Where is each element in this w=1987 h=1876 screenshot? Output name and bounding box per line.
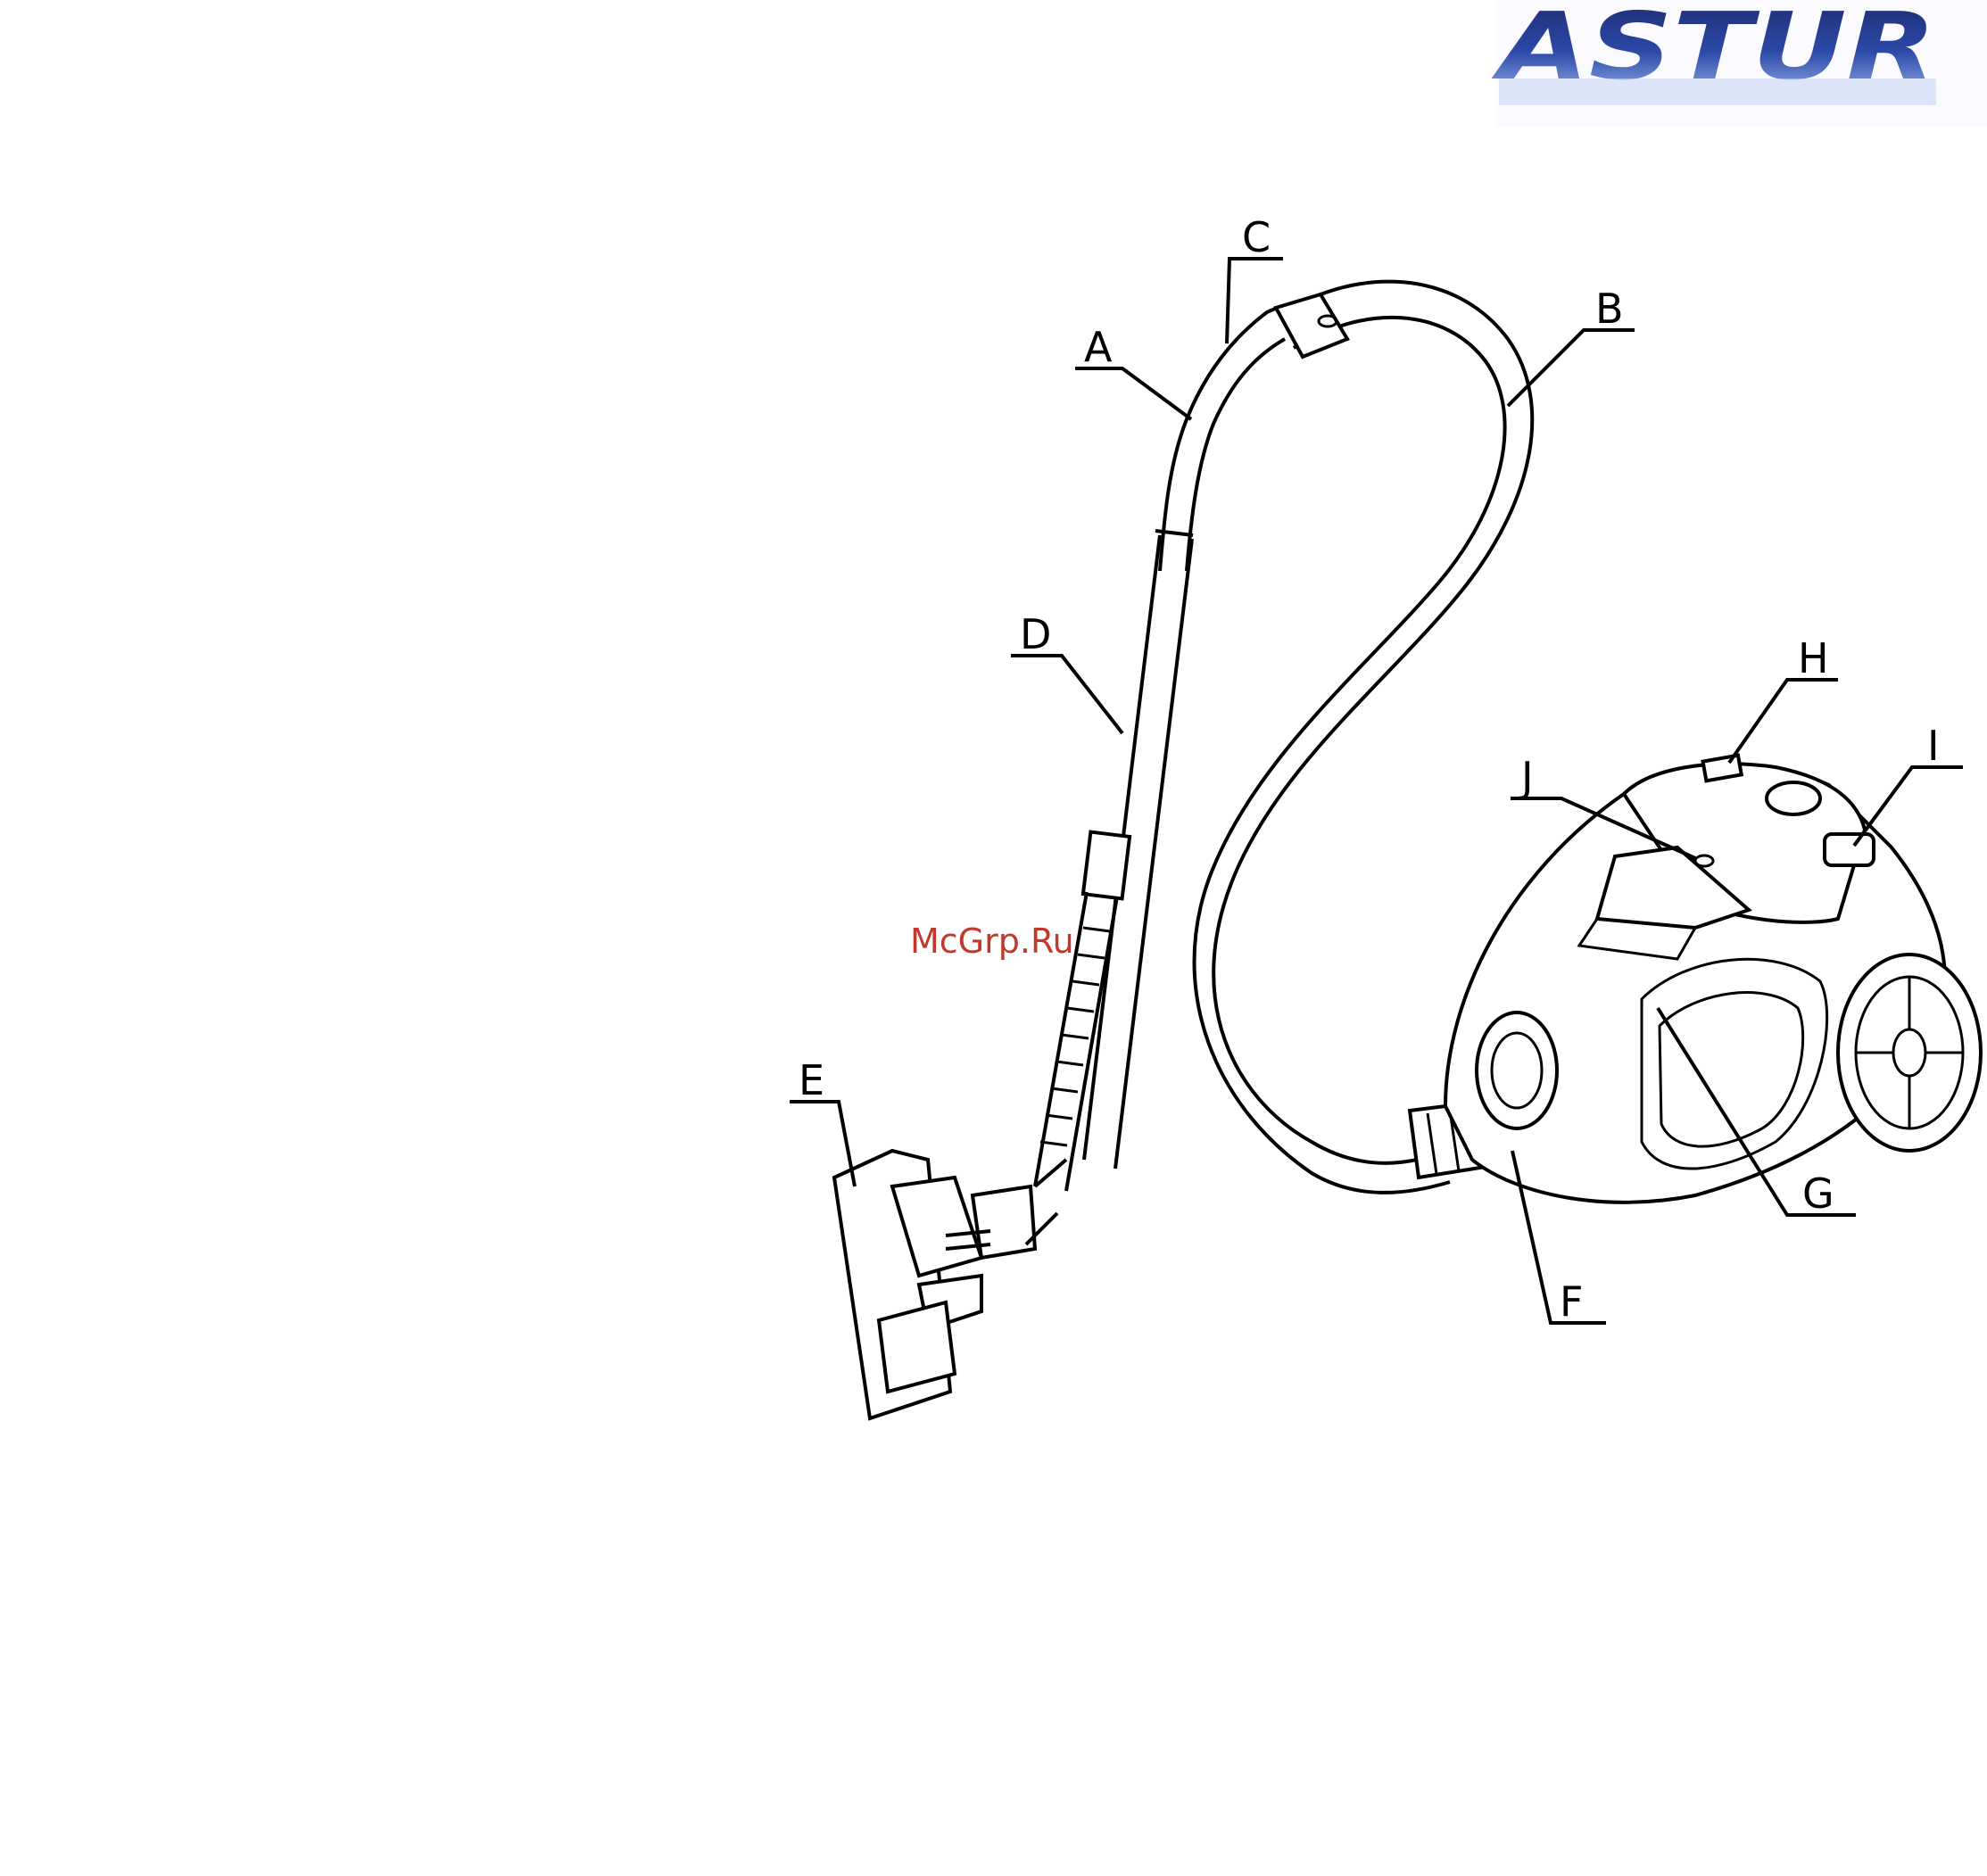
label-A: A: [1084, 323, 1113, 371]
label-H: H: [1798, 634, 1829, 682]
label-B: B: [1595, 285, 1624, 333]
astur-logo: ASTUR: [1491, 0, 1987, 127]
label-C: C: [1242, 213, 1271, 261]
leader-C: [1227, 259, 1283, 343]
label-G: G: [1802, 1169, 1834, 1218]
label-E: E: [799, 1056, 824, 1104]
label-J: J: [1519, 753, 1534, 801]
watermark: McGrp.Ru: [910, 921, 1074, 961]
label-D: D: [1020, 610, 1051, 658]
canister-body: [1445, 756, 1981, 1202]
handle-tube: [1035, 308, 1292, 1191]
label-I: I: [1927, 722, 1940, 770]
leader-D: [1011, 656, 1122, 733]
leader-A: [1075, 368, 1191, 419]
leader-H: [1729, 680, 1838, 763]
floor-brush: [834, 1151, 1066, 1418]
label-F: F: [1560, 1277, 1583, 1326]
leader-B: [1508, 330, 1635, 406]
